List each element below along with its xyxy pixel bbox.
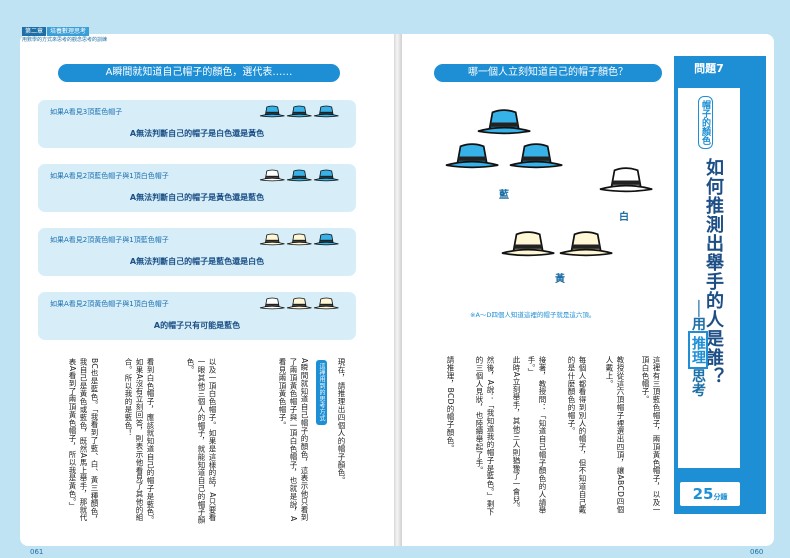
body-text-column: 這裡有三頂藍色帽子，兩頂黃色帽子，以及一頂白色帽子。 [641, 356, 661, 514]
body-text-column: BC也是藍色。「我看到了藍、白、黃三種顏色，我自己是黃色或藍色，既然A馬上舉手，… [68, 358, 99, 524]
hat-yellow [319, 303, 333, 306]
body-text-column: 然後，A說：「我知道我的帽子是藍色。」剩下的三個人見狀，也陸續舉起了手。 [475, 356, 495, 516]
body-text-column: A瞬間就知道自己帽子的顏色，這表示他只看到了兩頂黃色帽子與一頂白色帽子，也就是說… [278, 358, 309, 522]
hat-yellow [286, 241, 312, 246]
hat-blue [313, 113, 339, 118]
subtitle-suffix: 思考 [690, 368, 706, 397]
body-text-column: 教授從這六頂帽子裡選出四頂，讓ABCD四個人戴上。 [605, 356, 625, 514]
left-banner: A瞬間就知道自己帽子的顏色，選代表…… [58, 64, 340, 82]
chapter-title: 培養數理思考 [47, 27, 90, 36]
hat-yellow [313, 305, 339, 310]
body-text-column: 接著，教授問：「知道自己帽子顏色的人請舉手。」 [527, 356, 547, 514]
minutes-value: 25 [692, 485, 714, 503]
hat-group-icon [259, 297, 339, 310]
hat-blue [313, 241, 339, 246]
hat-label-white: 白 [619, 212, 629, 223]
hat-blue [509, 160, 563, 169]
hat-yellow [559, 248, 613, 257]
hat-group-icon [259, 233, 339, 246]
chapter-subtitle: 用數學的方式來思考的觀念思考的訓練 [22, 37, 108, 43]
body-text-column: 每個人都看得到別人的帽子，但不知道自己戴的是什麼顏色的帽子。 [567, 356, 587, 514]
hat-white [265, 303, 279, 306]
hat-blue [265, 111, 279, 114]
hat-blue [490, 122, 518, 127]
right-banner: 哪一個人立刻知道自己的帽子顏色？ [434, 64, 662, 82]
minutes-unit: 分鐘 [713, 493, 728, 501]
hat-label-blue: 藍 [499, 190, 509, 201]
case-card-3: 如果A看見2頂黃色帽子與1頂藍色帽子 A無法判斷自己的帽子是藍色還是白色 [38, 228, 356, 276]
case-condition: 如果A看見2頂黃色帽子與1頂白色帽子 [50, 300, 169, 308]
case-conclusion: A無法判斷自己的帽子是白色還是黃色 [129, 129, 265, 138]
hat-yellow [265, 239, 279, 242]
body-text-column: 看到白色帽子，應該就知道自己的帽子是藍色。如果A沒有立刻回答，則表示他看見了其他… [124, 358, 155, 524]
hat-white [259, 177, 285, 182]
subtitle-prefix: ──用 [690, 300, 706, 331]
hat-blue [319, 175, 333, 178]
body-text-column: 請推理，BCD的帽子顏色。 [446, 356, 455, 453]
hat-label-yellow: 黃 [555, 274, 565, 285]
subtitle-highlight: 推理 [688, 330, 708, 369]
chapter-number: 第二章 [22, 27, 47, 36]
question-tag: 帽子的顏色 [698, 96, 713, 149]
question-title: 如何推測出舉手的人是誰？ [703, 158, 724, 386]
case-condition: 如果A看見3頂藍色帽子 [50, 108, 123, 116]
hat-white [259, 305, 285, 310]
hat-white [599, 184, 653, 193]
case-conclusion: A無法判斷自己的帽子是藍色還是白色 [129, 257, 265, 266]
case-card-1: 如果A看見3頂藍色帽子 A無法判斷自己的帽子是白色還是黃色 [38, 100, 356, 148]
body-text-column: 以及一頂白色帽子。如果是這樣的話，A只要看一眼其他三個人的帽子，就能知道自己的帽… [186, 358, 217, 524]
case-conclusion: A無法判斷自己的帽子是黃色還是藍色 [129, 193, 265, 202]
hat-yellow [286, 305, 312, 310]
hat-blue [522, 156, 550, 161]
case-condition: 如果A看見2頂藍色帽子與1頂白色帽子 [50, 172, 169, 180]
body-text-column: 此時A立刻舉手，其他三人則猶豫了一會兒。 [512, 356, 521, 512]
hat-yellow [514, 244, 542, 249]
page-number-right: 060 [750, 548, 764, 556]
hat-blue [286, 177, 312, 182]
body-text-column: 現在，請推理出四個人的帽子顏色。 [337, 358, 346, 485]
hat-note: ※A〜D四個人知道這裡的帽子就是這六頂。 [470, 311, 596, 319]
hat-blue [319, 239, 333, 242]
page-number-left: 061 [30, 548, 44, 556]
hat-blue [458, 156, 486, 161]
case-card-4: 如果A看見2頂黃色帽子與1頂白色帽子 A的帽子只有可能是藍色 [38, 292, 356, 340]
hat-yellow [572, 244, 600, 249]
case-condition: 如果A看見2頂黃色帽子與1頂藍色帽子 [50, 236, 169, 244]
question-label: 問題7 [694, 62, 724, 75]
hat-white [612, 180, 640, 185]
hat-blue [292, 175, 306, 178]
hat-blue [445, 160, 499, 169]
hat-group-icon [259, 169, 339, 182]
section-tag: 這裡用到的思考方式 [316, 360, 327, 425]
chapter-header: 第二章培養數理思考 [22, 26, 90, 36]
book-spine [394, 34, 402, 546]
hat-yellow [292, 239, 306, 242]
case-conclusion: A的帽子只有可能是藍色 [153, 321, 241, 330]
hat-blue [313, 177, 339, 182]
hat-yellow [259, 241, 285, 246]
hat-blue [259, 113, 285, 118]
hat-yellow [292, 303, 306, 306]
hat-yellow [501, 248, 555, 257]
time-badge: 25分鐘 [680, 482, 740, 506]
hat-blue [292, 111, 306, 114]
hat-blue [286, 113, 312, 118]
hat-group-icon [259, 105, 339, 118]
case-card-2: 如果A看見2頂藍色帽子與1頂白色帽子 A無法判斷自己的帽子是黃色還是藍色 [38, 164, 356, 212]
hat-illustration [445, 109, 653, 257]
question-subtitle: ──用推理思考 [688, 300, 708, 397]
hat-blue [477, 126, 531, 135]
hat-white [265, 175, 279, 178]
hat-blue [319, 111, 333, 114]
sidebar-title-panel [678, 88, 740, 468]
